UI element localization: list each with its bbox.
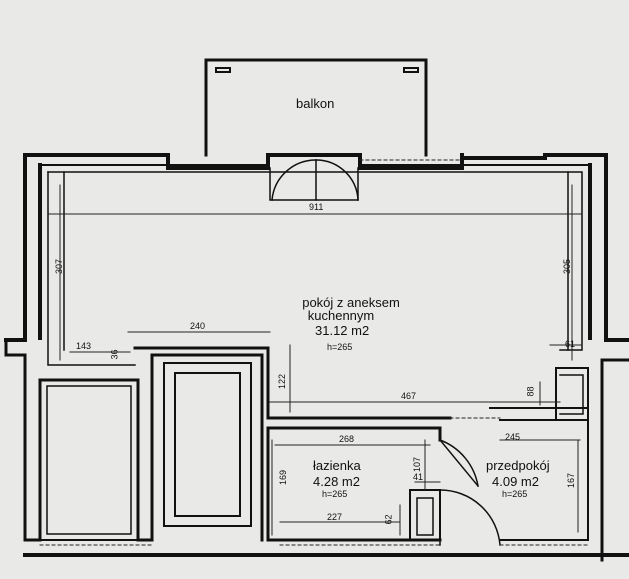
kitchen-block (133, 346, 452, 542)
living-room-name-line1: pokój z aneksem (302, 295, 400, 310)
balcony-outline (204, 58, 428, 157)
dim-living-left-height: 307 (54, 258, 65, 275)
dim-bath-width: 268 (339, 434, 355, 444)
dim-bath-height: 169 (278, 469, 289, 486)
bathroom-height: h=265 (322, 489, 348, 499)
dim-partition-height: 122 (277, 373, 288, 390)
partition-walls (266, 367, 589, 542)
dim-bath-door-h: 107 (412, 456, 423, 473)
hall-name: przedpokój (486, 458, 550, 473)
dim-living-right-height: 305 (562, 258, 573, 275)
dim-hall-width: 245 (505, 432, 521, 442)
hall-height: h=265 (502, 489, 528, 499)
dim-partition-length: 467 (401, 391, 417, 401)
living-room-name-line2: kuchennym (307, 308, 375, 323)
dim-bath-bottom-small: 62 (383, 514, 394, 525)
balcony-door (269, 159, 359, 201)
living-room-height: h=265 (327, 342, 353, 352)
dimension-lines (47, 184, 583, 536)
dim-bath-small-w: 41 (413, 472, 424, 482)
dim-bath-bottom: 227 (327, 512, 343, 522)
hall-door (439, 489, 501, 546)
dim-left-offset: 143 (76, 341, 92, 351)
dim-left-small: 36 (109, 349, 120, 360)
outer-walls (4, 153, 629, 562)
hall-area: 4.09 m2 (492, 474, 539, 489)
bathroom-area: 4.28 m2 (313, 474, 360, 489)
dim-hall-height: 167 (566, 472, 577, 489)
balcony-label: balkon (296, 96, 335, 111)
bathroom-name: łazienka (313, 458, 361, 473)
dashed-lines (39, 159, 591, 546)
left-cabinet (39, 379, 139, 541)
living-room-outline (47, 171, 583, 366)
dim-kitchen-top: 240 (190, 321, 206, 331)
dim-right-small-w: 61 (565, 339, 576, 349)
living-room-area: 31.12 m2 (315, 323, 370, 338)
dim-right-small-h: 88 (525, 386, 536, 397)
bathroom-door (438, 438, 480, 488)
dim-living-width: 911 (309, 202, 324, 212)
